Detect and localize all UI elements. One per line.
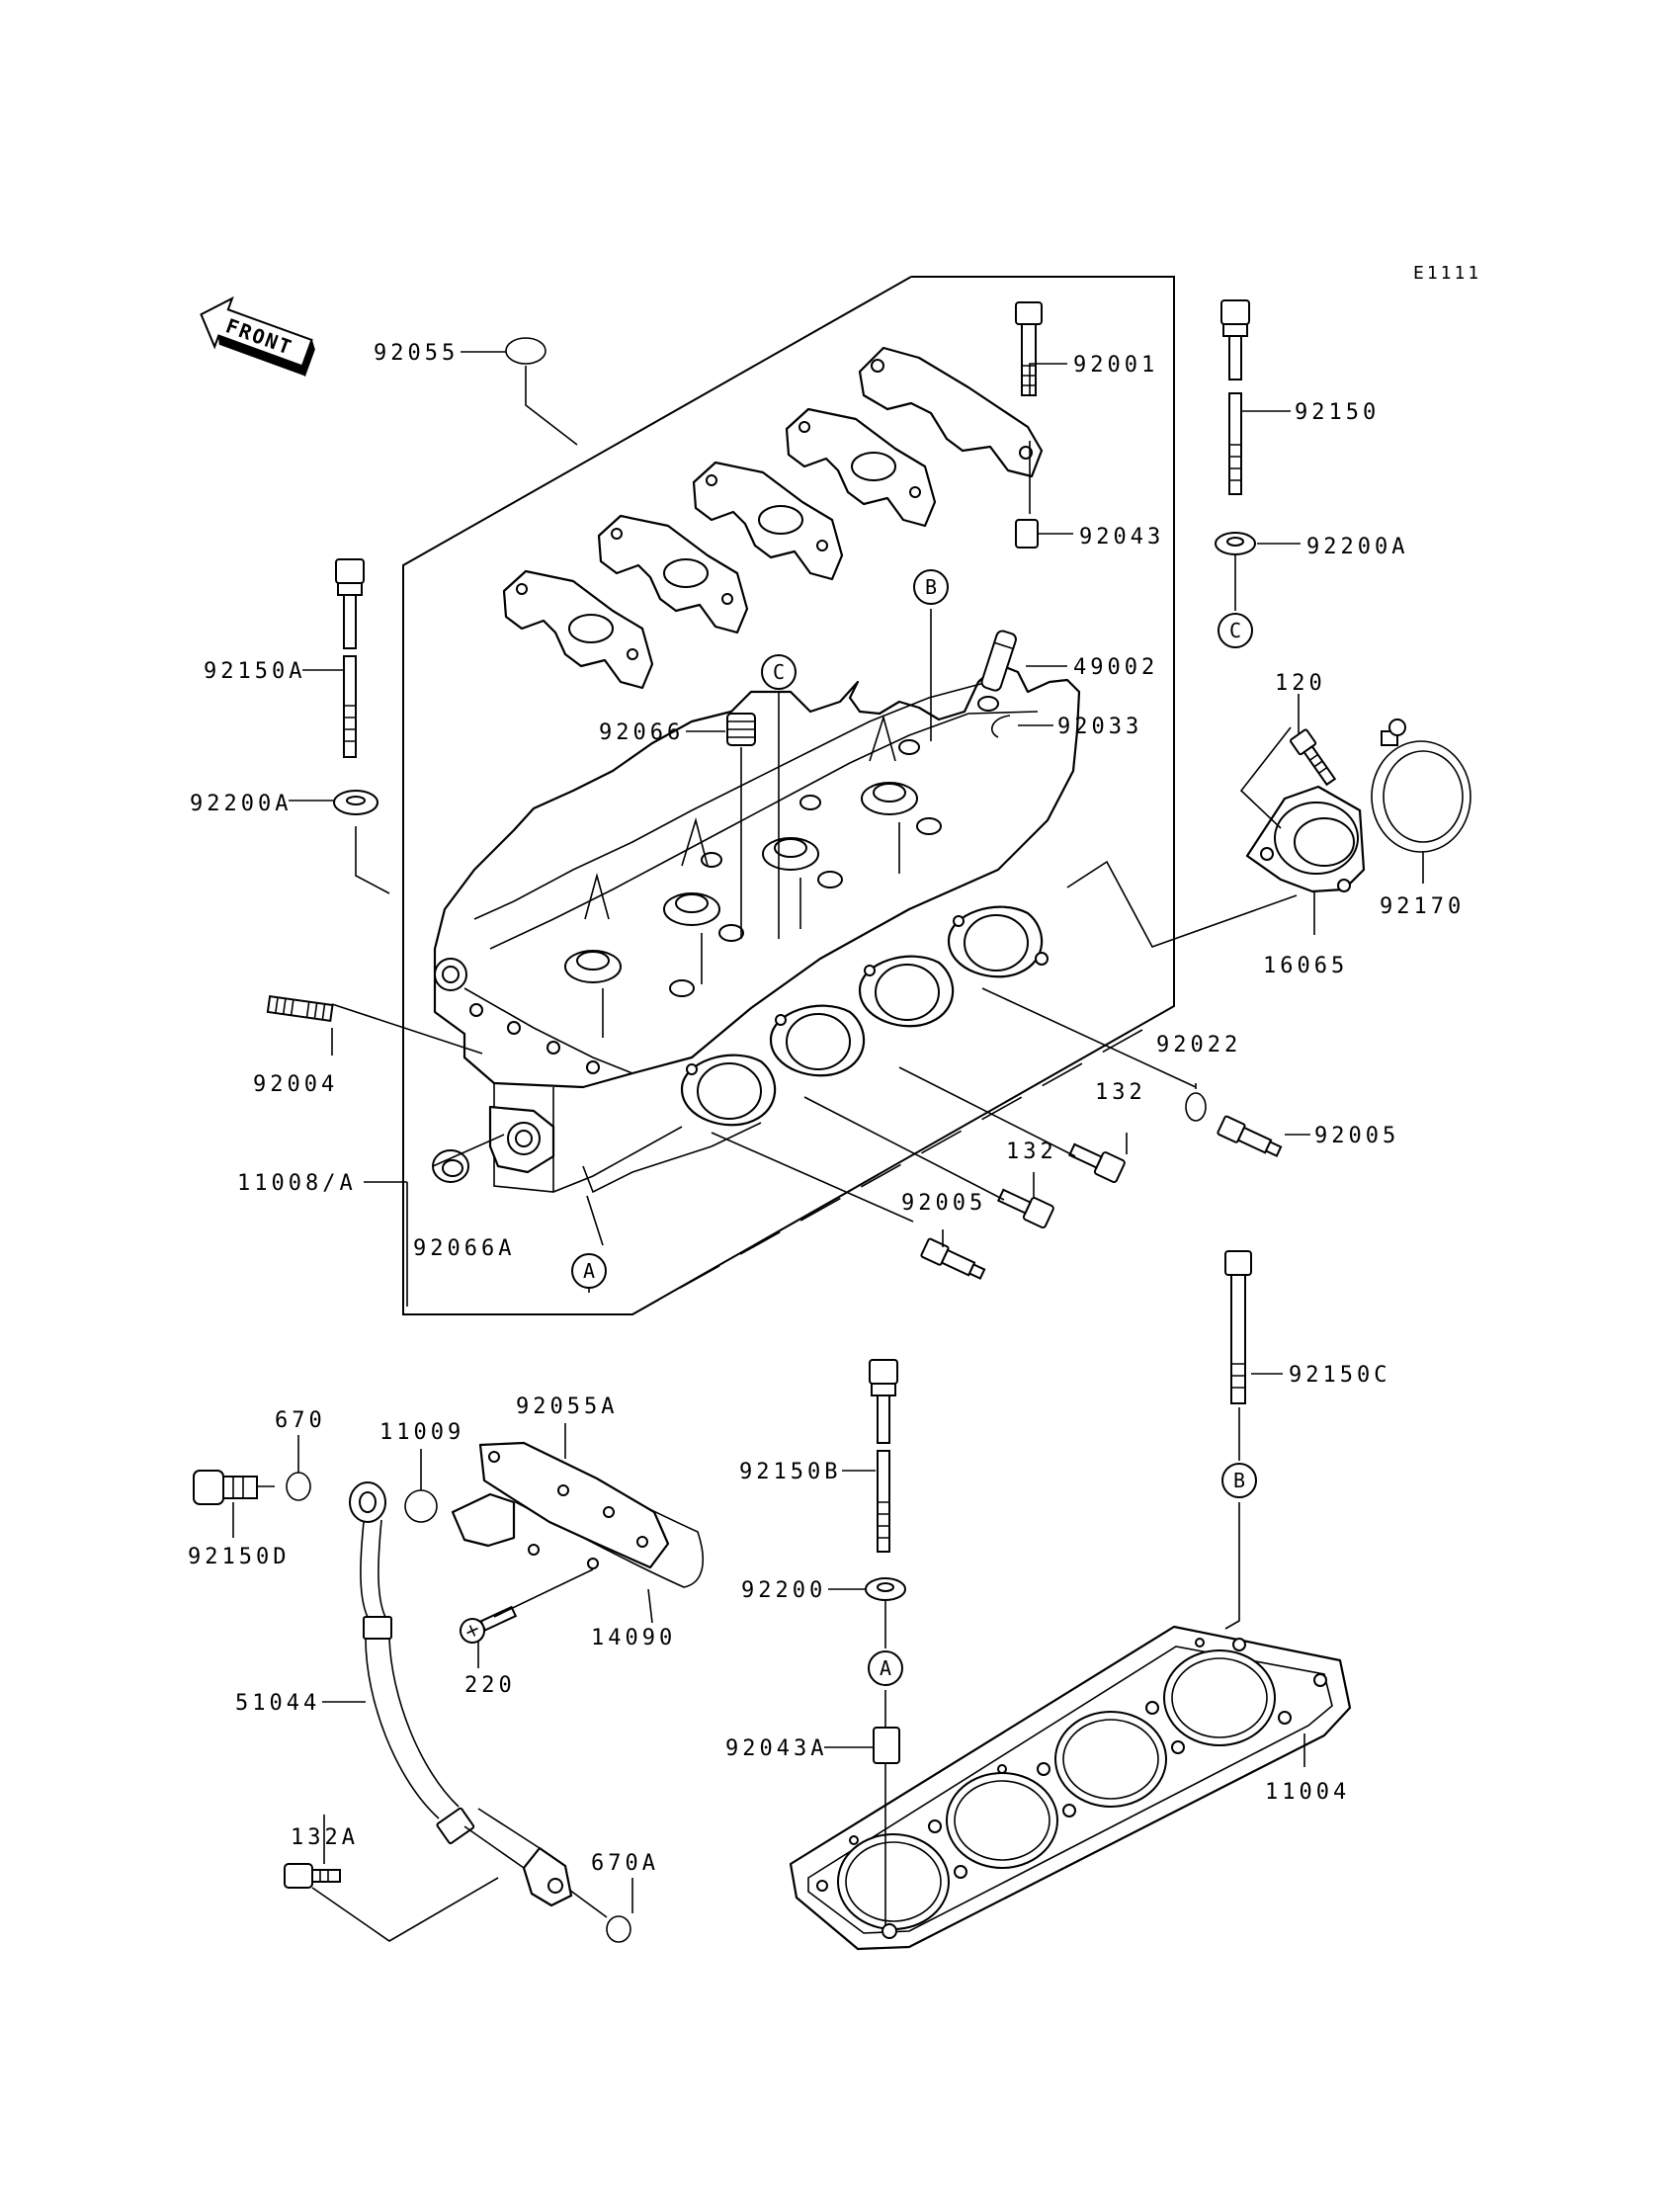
washer-92200a-left (333, 790, 378, 815)
part-labels: 92055 92001 92150 92043 92200A 92150A 49… (188, 341, 1465, 1876)
label-92200a-right: 92200A (1306, 535, 1408, 559)
bolt-92150a (335, 558, 365, 758)
label-92005-middle: 92005 (901, 1191, 986, 1216)
ref-marker-b-top: B (913, 569, 949, 605)
leader-lines (232, 351, 1424, 1942)
label-92200: 92200 (741, 1578, 826, 1603)
label-132-right: 132 (1095, 1080, 1146, 1105)
label-11009: 11009 (379, 1420, 464, 1445)
svg-text:A: A (880, 1656, 891, 1680)
label-92150c: 92150C (1289, 1363, 1390, 1388)
label-120: 120 (1275, 671, 1326, 696)
label-92022: 92022 (1156, 1033, 1241, 1057)
gasket-11009 (404, 1489, 438, 1523)
label-670: 670 (275, 1408, 326, 1433)
plug-92066a (432, 1149, 469, 1183)
bolt-132-right (1067, 1142, 1126, 1184)
lifter-49002 (980, 630, 1017, 692)
label-92150b: 92150B (739, 1460, 841, 1484)
cylinder-head (433, 662, 1081, 1194)
hose-51044 (349, 1481, 573, 1907)
ref-marker-c-top: C (761, 654, 797, 690)
label-92055a: 92055A (516, 1394, 618, 1419)
label-670a: 670A (591, 1851, 659, 1876)
svg-text:B: B (1233, 1469, 1245, 1492)
washer-92200a-right (1215, 532, 1256, 555)
bolt-132-middle (996, 1188, 1054, 1229)
ref-marker-a-head: A (571, 1253, 607, 1289)
holder-16065 (1245, 785, 1366, 893)
bolt-92150c (1224, 1250, 1252, 1404)
label-11004: 11004 (1265, 1780, 1350, 1805)
camshaft-caps (502, 346, 1044, 690)
bolt-92150b (869, 1359, 898, 1553)
label-92170: 92170 (1380, 894, 1465, 919)
label-132-middle: 132 (1006, 1140, 1057, 1164)
bolt-132a (284, 1863, 341, 1889)
bolt-92150d (193, 1470, 258, 1505)
label-92150a: 92150A (204, 659, 305, 684)
label-92043a: 92043A (725, 1736, 827, 1761)
diagram-code: E1111 (1413, 263, 1481, 284)
label-92200a-left: 92200A (190, 792, 292, 816)
dowel-92043 (1015, 519, 1039, 549)
dashed-lines (631, 1029, 1143, 1315)
label-92150: 92150 (1295, 400, 1380, 425)
stud-92004 (266, 994, 334, 1022)
ref-marker-b-bottom: B (1221, 1463, 1257, 1498)
label-49002: 49002 (1073, 655, 1158, 680)
washer-92022 (1185, 1092, 1207, 1122)
washer-670 (286, 1472, 311, 1501)
bolt-92150 (1220, 299, 1250, 495)
fitting-92005-right (1217, 1115, 1283, 1157)
label-220: 220 (464, 1673, 516, 1698)
svg-text:C: C (773, 660, 785, 684)
svg-text:A: A (583, 1259, 595, 1283)
front-arrow-icon: FRONT (200, 296, 315, 378)
fitting-92005-middle (920, 1237, 986, 1280)
label-92001: 92001 (1073, 353, 1158, 378)
bolt-120 (1290, 728, 1337, 787)
ref-marker-a-bottom: A (868, 1650, 903, 1686)
label-11008a: 11008/A (237, 1171, 357, 1196)
label-92066a: 92066A (413, 1236, 515, 1261)
label-16065: 16065 (1263, 954, 1348, 978)
washer-670a (606, 1915, 631, 1943)
clamp-92170 (1371, 718, 1471, 853)
cover-14090 (451, 1441, 705, 1588)
svg-text:C: C (1229, 619, 1241, 642)
screw-220 (460, 1605, 518, 1644)
label-14090: 14090 (591, 1626, 676, 1650)
svg-text:B: B (925, 575, 937, 599)
ref-marker-c-right: C (1218, 613, 1253, 648)
bolt-92001 (1015, 301, 1043, 396)
label-92004: 92004 (253, 1072, 338, 1097)
label-92043: 92043 (1079, 525, 1164, 549)
label-92055: 92055 (374, 341, 459, 366)
label-92005-right: 92005 (1314, 1124, 1399, 1148)
label-132a: 132A (291, 1825, 359, 1850)
plug-92066 (726, 713, 756, 746)
clip-92033 (990, 715, 1011, 738)
label-51044: 51044 (235, 1691, 320, 1716)
head-gasket-11004 (789, 1625, 1352, 1951)
label-92150d: 92150D (188, 1545, 290, 1569)
washer-92200 (865, 1577, 906, 1601)
dowel-92043a (873, 1727, 900, 1764)
o-ring-92055 (505, 337, 546, 365)
label-92066: 92066 (599, 720, 684, 745)
label-92033: 92033 (1057, 715, 1142, 739)
